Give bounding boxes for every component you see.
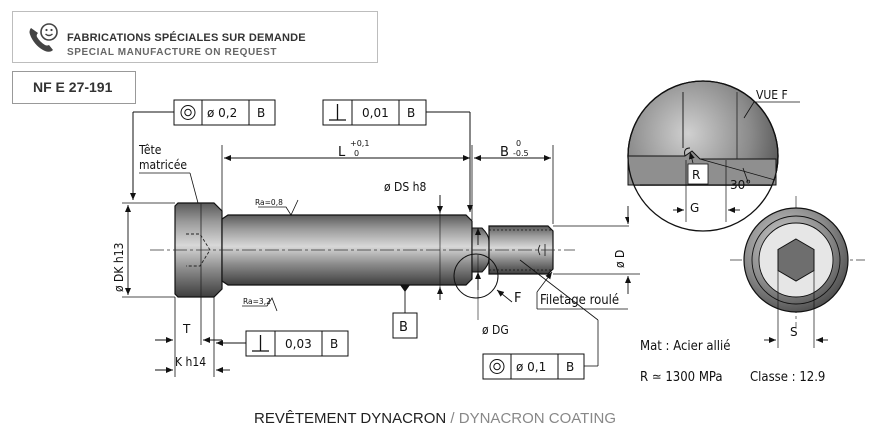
head-label-line1: Tête [138, 143, 162, 157]
geometric-tolerance-perpendicularity-top: 0,01 B [322, 99, 427, 126]
fcf-top-left-tol: ø 0,2 [207, 106, 237, 120]
technical-drawing: ø 0,2 B 0,01 B Tête matricée ø DK h13 L … [112, 80, 865, 385]
caption-sep: / [446, 410, 459, 427]
f-label: F [514, 291, 521, 306]
detail-view-f: G R 30° VUE F [627, 80, 800, 232]
b-label: B [500, 145, 509, 160]
special-manufacture-banner: FABRICATIONS SPÉCIALES SUR DEMANDE SPECI… [12, 11, 378, 63]
l-label: L [338, 145, 346, 160]
material-label: Mat : Acier allié [640, 339, 731, 354]
k-label: K h14 [175, 355, 206, 369]
fcf-top-mid-datum: B [407, 106, 415, 120]
caption-fr: REVÊTEMENT DYNACRON [254, 410, 447, 427]
ds-label: ø DS h8 [384, 180, 426, 194]
dg-label: ø DG [482, 323, 509, 337]
datum-b-label: B [399, 320, 408, 335]
tensile-strength-label: R ≃ 1300 MPa [640, 370, 723, 385]
fcf-top-mid-tol: 0,01 [362, 106, 389, 120]
g-label: G [690, 201, 699, 215]
head-label-line2: matricée [139, 158, 187, 172]
coating-caption: REVÊTEMENT DYNACRON / DYNACRON COATING [0, 410, 870, 427]
banner-title-fr: FABRICATIONS SPÉCIALES SUR DEMANDE [67, 32, 306, 44]
fcf-low-left-datum: B [330, 337, 338, 351]
standard-label: NF E 27-191 [12, 71, 136, 104]
b-tol-up: 0 [516, 139, 521, 148]
thread-label: Filetage roulé [540, 293, 619, 308]
dk-label: ø DK h13 [112, 243, 126, 292]
ra-32-label: Ra=3,2 [243, 297, 271, 306]
phone-smile-icon [29, 23, 58, 52]
r-label: R [692, 168, 700, 182]
t-label: T [182, 322, 191, 336]
d-label: ø D [613, 250, 627, 268]
fcf-low-right-tol: ø 0,1 [516, 360, 546, 374]
b-tol-down: -0.5 [513, 149, 529, 158]
geometric-tolerance-position-bottom: ø 0,1 B [482, 353, 585, 380]
fcf-top-left-datum: B [257, 106, 265, 120]
ra-08-label: Ra=0,8 [255, 198, 283, 207]
geometric-tolerance-perpendicularity-bottom: 0,03 B [245, 330, 349, 357]
screw-part [150, 202, 575, 298]
end-view-hex-socket: S [730, 196, 865, 348]
l-tol-down: 0 [354, 149, 359, 158]
view-f-label: VUE F [756, 88, 788, 102]
s-label: S [790, 325, 798, 339]
geometric-tolerance-position-top: ø 0,2 B [173, 99, 276, 126]
caption-en: DYNACRON COATING [458, 410, 616, 427]
banner-title-en: SPECIAL MANUFACTURE ON REQUEST [67, 47, 278, 58]
fcf-low-left-tol: 0,03 [285, 337, 312, 351]
l-tol-up: +0,1 [350, 139, 369, 148]
fcf-low-right-datum: B [566, 360, 574, 374]
angle-label: 30° [730, 178, 751, 192]
property-class-label: Classe : 12.9 [750, 370, 825, 385]
